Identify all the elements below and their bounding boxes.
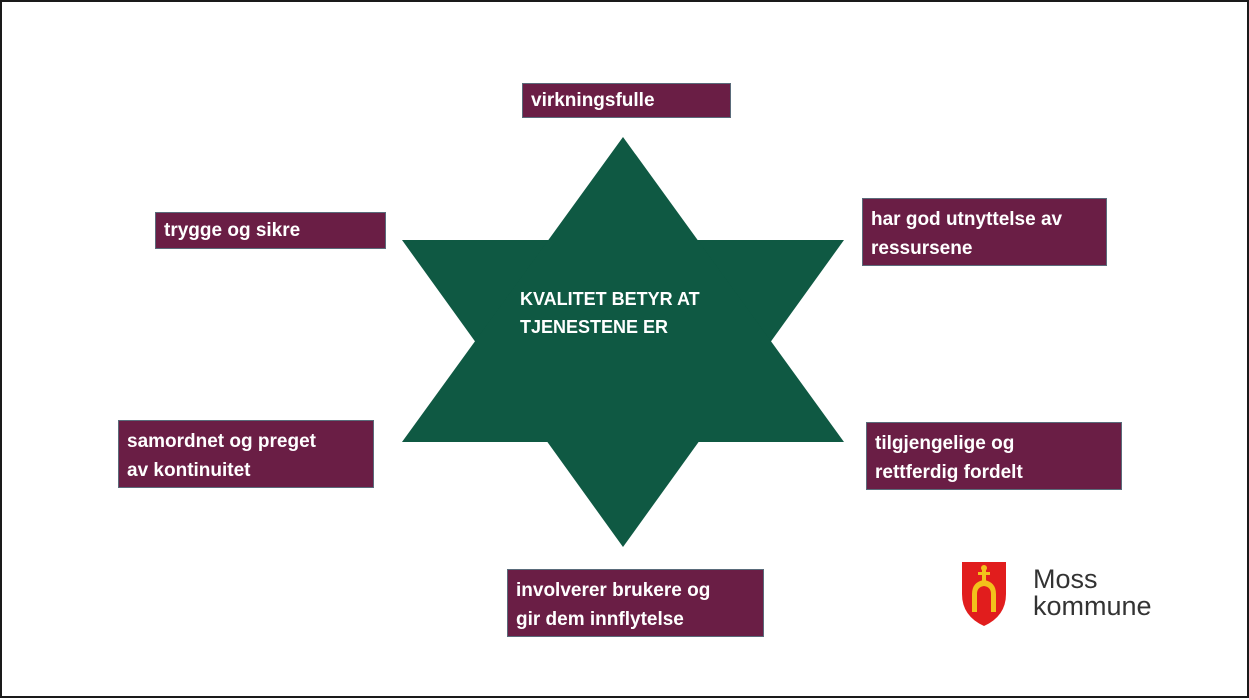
box-text: virkningsfulle — [531, 90, 655, 111]
logo-text: Moss kommune — [1033, 566, 1152, 620]
box-text-line-1: har god utnyttelse av — [871, 209, 1063, 230]
box-text-line-1: involverer brukere og — [516, 580, 711, 601]
box-text-line-2: av kontinuitet — [127, 460, 251, 481]
box-samordnet: samordnet og preget av kontinuitet — [118, 420, 374, 488]
coat-of-arms-icon — [962, 562, 1006, 626]
box-text-line-2: gir dem innflytelse — [516, 609, 684, 630]
box-tilgjengelige: tilgjengelige og rettferdig fordelt — [866, 422, 1122, 490]
box-text: trygge og sikre — [164, 220, 301, 241]
box-involverer: involverer brukere og gir dem innflytels… — [507, 569, 764, 637]
box-text-line-2: ressursene — [871, 238, 973, 259]
box-ressursene: har god utnyttelse av ressursene — [862, 198, 1107, 266]
moss-kommune-logo: Moss kommune — [960, 560, 1180, 630]
box-trygge-og-sikre: trygge og sikre — [155, 212, 386, 249]
logo-line-1: Moss — [1033, 564, 1098, 594]
box-virkningsfulle: virkningsfulle — [522, 83, 731, 118]
center-line-2: TJENESTENE ER — [520, 317, 669, 337]
logo-line-2: kommune — [1033, 591, 1152, 621]
star-center-text: KVALITET BETYR AT TJENESTENE ER — [472, 285, 772, 341]
box-text-line-1: tilgjengelige og — [875, 433, 1015, 454]
center-line-1: KVALITET BETYR AT — [520, 289, 700, 309]
box-text-line-2: rettferdig fordelt — [875, 462, 1023, 483]
box-text-line-1: samordnet og preget — [127, 431, 316, 452]
